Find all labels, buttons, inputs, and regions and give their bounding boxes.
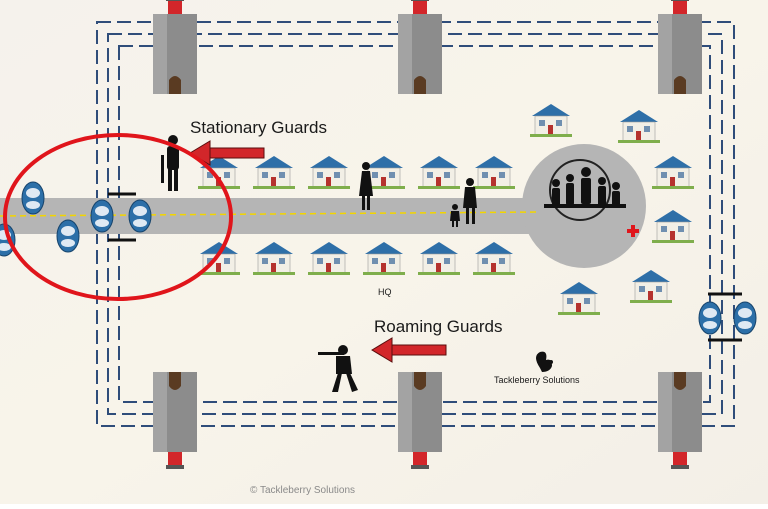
guard-silhouette-icon xyxy=(318,345,358,392)
car-icon xyxy=(733,301,757,335)
stationary-guards-label: Stationary Guards xyxy=(190,118,328,137)
squirrel-logo-icon xyxy=(536,351,553,372)
watchtower-icon xyxy=(398,0,442,94)
arrow-icon xyxy=(189,140,265,166)
copyright-label: © Tackleberry Solutions xyxy=(250,485,356,496)
gates xyxy=(108,192,742,342)
family-silhouette-icon xyxy=(544,159,626,221)
car-icon xyxy=(90,199,114,233)
hq-label: HQ xyxy=(378,287,392,297)
car-icon xyxy=(21,181,45,215)
car-icon xyxy=(128,199,152,233)
pedestrian-silhouettes xyxy=(359,162,477,227)
road-center-line xyxy=(0,211,541,217)
brand-label: Tackleberry Solutions xyxy=(494,375,580,385)
arrow-icon xyxy=(371,337,447,363)
car-icon xyxy=(698,301,722,335)
car-icon xyxy=(56,219,80,253)
guard-silhouette-icon xyxy=(161,135,179,191)
roaming-guards-label: Roaming Guards xyxy=(374,317,503,336)
medical-cross-icon xyxy=(627,225,639,237)
watchtower-icon xyxy=(658,0,702,94)
watchtower-icon xyxy=(153,0,197,94)
entrance-highlight-circle xyxy=(3,133,233,301)
